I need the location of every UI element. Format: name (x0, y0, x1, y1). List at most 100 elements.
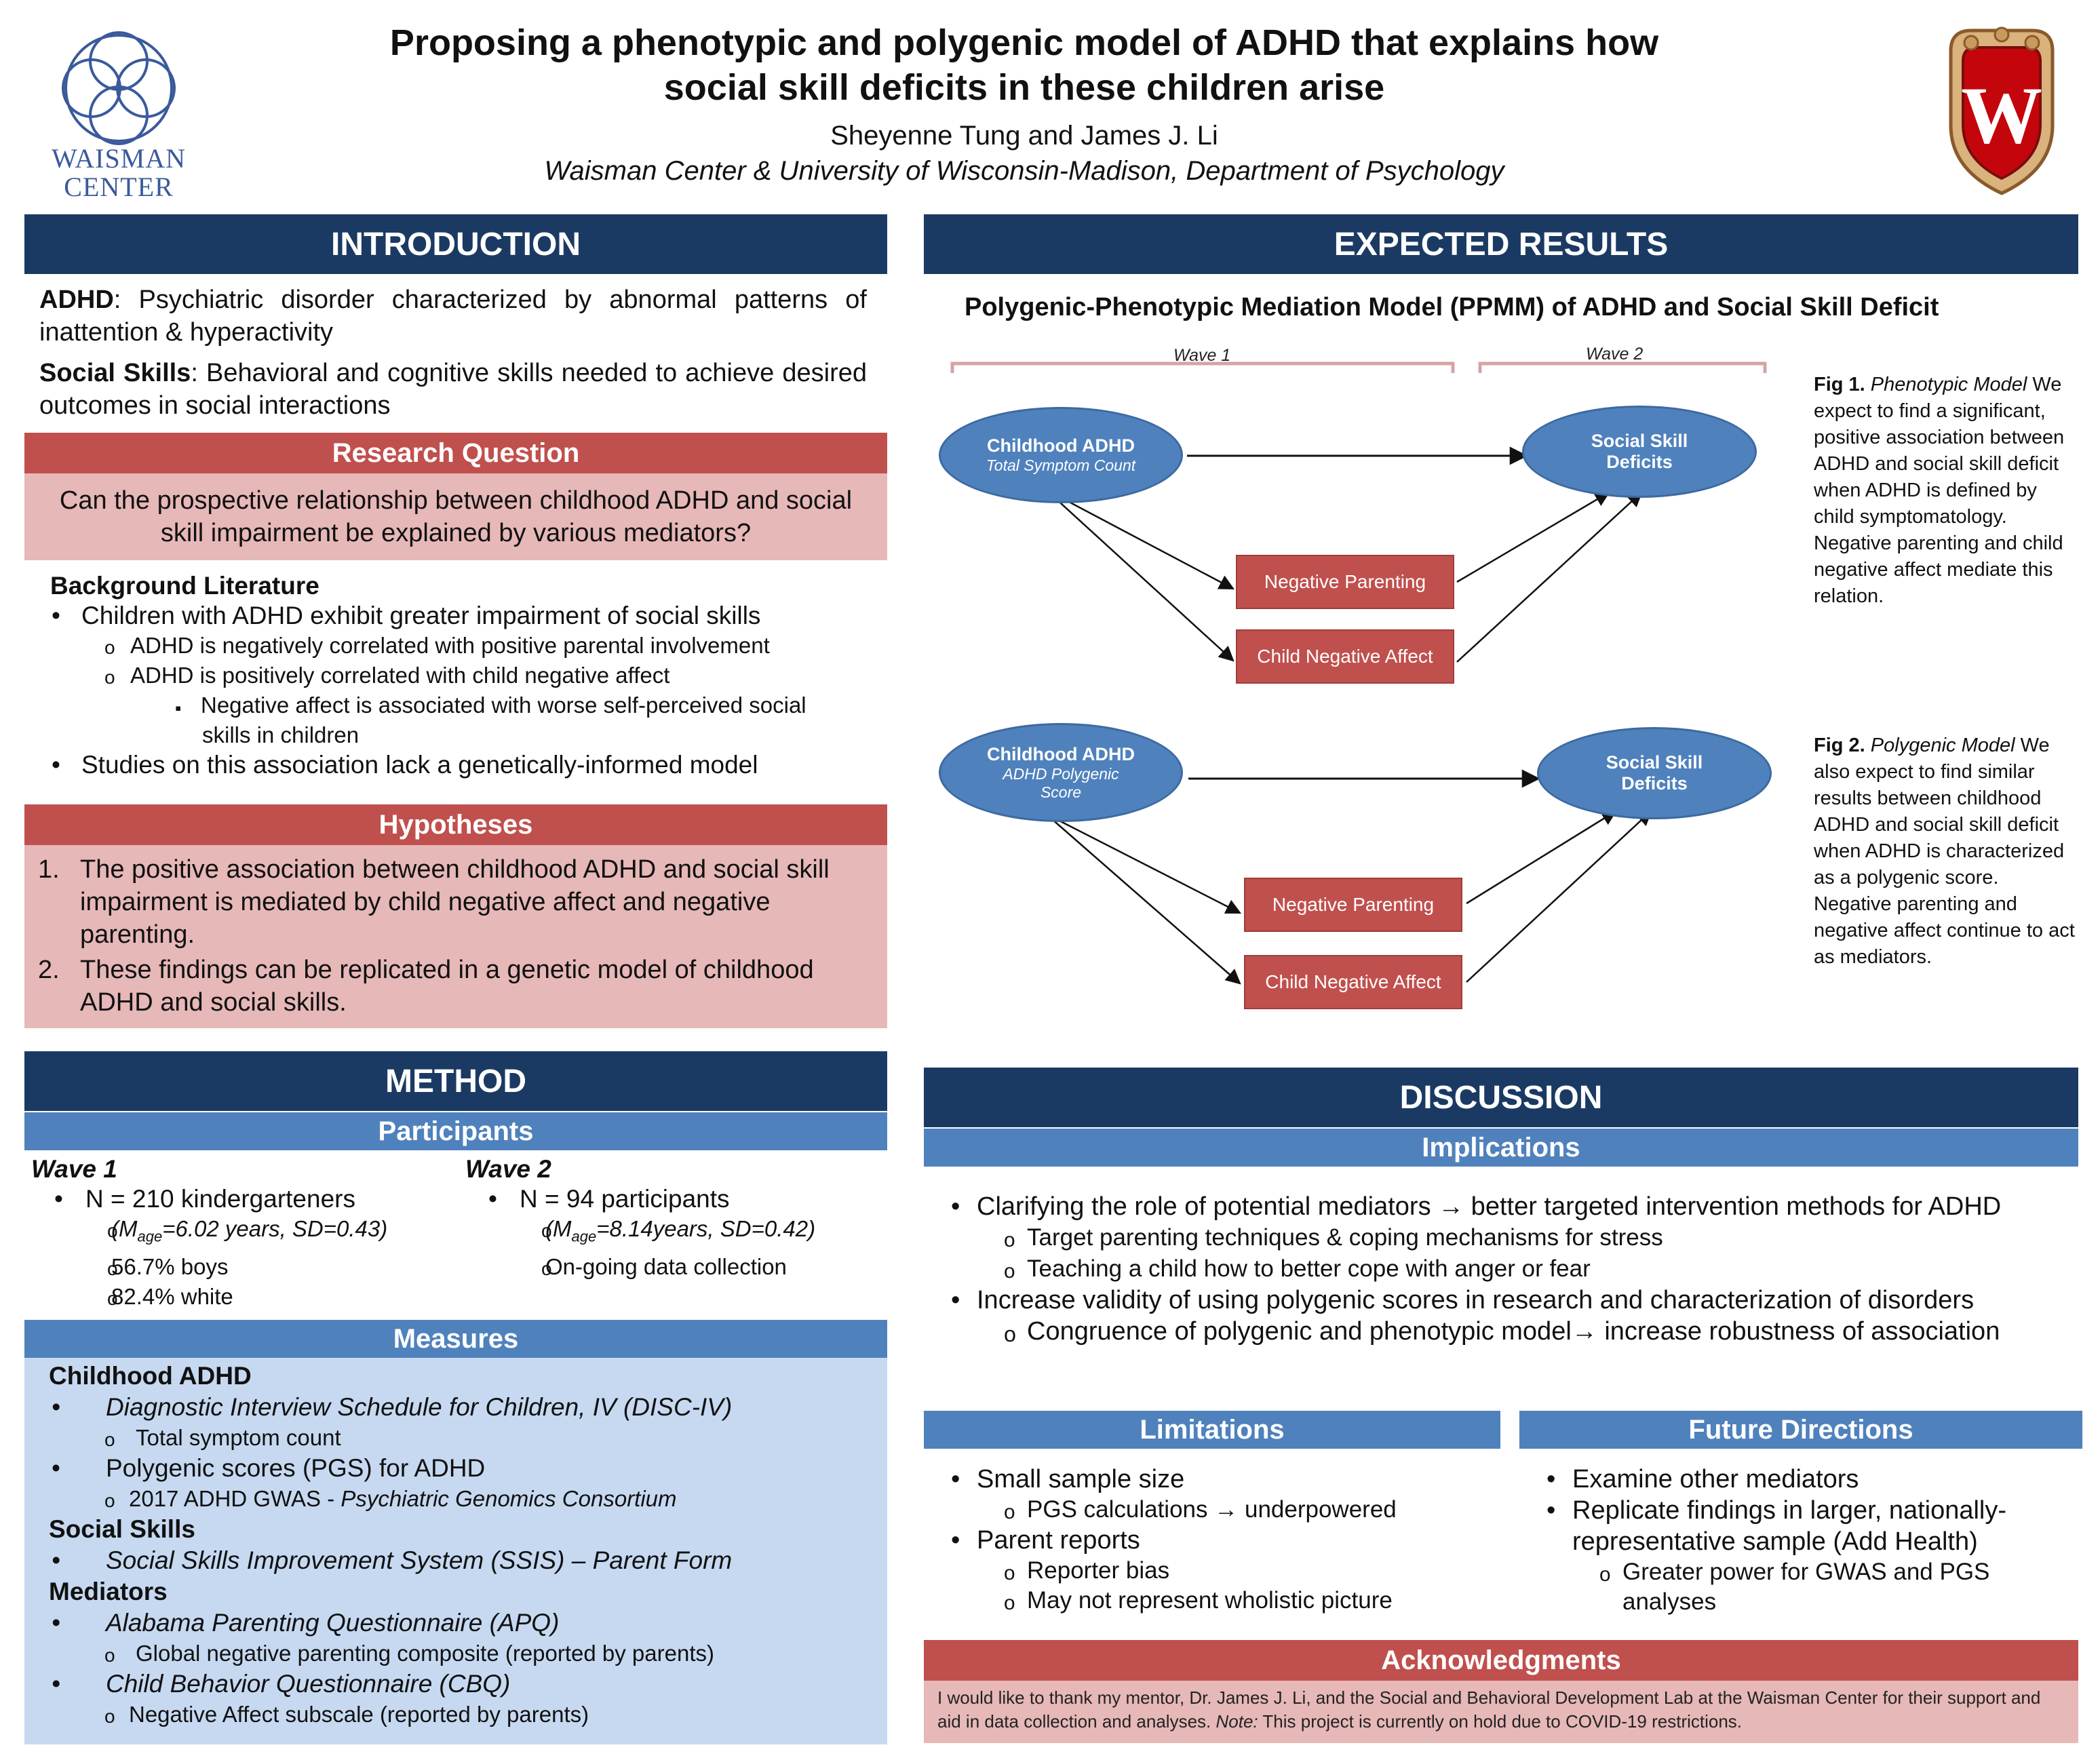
introduction-heading: INTRODUCTION (24, 214, 887, 274)
bg-item-1: Children with ADHD exhibit greater impai… (24, 601, 887, 631)
implication-1a: Target parenting techniques & coping mec… (924, 1222, 2078, 1256)
discussion-heading: DISCUSSION (924, 1068, 2078, 1127)
limitation-1a-text-a: PGS calculations (1027, 1496, 1215, 1523)
fig1-adhd-sub: Total Symptom Count (986, 456, 1136, 474)
research-question-text: Can the prospective relationship between… (59, 486, 853, 547)
wave1-white: 82.4% white (27, 1282, 448, 1314)
measure-cbq: Child Behavior Questionnaire (CBQ) (24, 1668, 887, 1700)
research-question-box: Can the prospective relationship between… (24, 473, 887, 560)
model-title: Polygenic-Phenotypic Mediation Model (PP… (965, 293, 1939, 321)
acknowledgments-text: I would like to thank my mentor, Dr. Jam… (924, 1681, 2078, 1734)
ack-text-b: This project is currently on hold due to… (1258, 1711, 1743, 1732)
arrow-right-icon: → (1214, 1496, 1239, 1523)
fig2-caption-label: Fig 2. (1814, 735, 1865, 756)
implications-heading: Implications (924, 1129, 2078, 1167)
acknowledgments-heading: Acknowledgments (924, 1640, 2078, 1681)
social-term: Social Skills (39, 359, 191, 387)
wave2-m: M (553, 1216, 572, 1241)
measure-apq: Alabama Parenting Questionnaire (APQ) (24, 1607, 887, 1639)
measures-heading: Measures (24, 1320, 887, 1358)
uw-crest-icon: W (1949, 26, 2055, 195)
wave2-bracket (1478, 362, 1767, 373)
fig1-caption-label: Fig 1. (1814, 374, 1865, 395)
fig2-caption-title: Polygenic Model (1870, 735, 2015, 756)
bg-item-1b-i-line2: skills in children (202, 722, 359, 747)
uw-crest-letter: W (1961, 70, 2042, 160)
acknowledgments-box: I would like to thank my mentor, Dr. Jam… (924, 1681, 2078, 1743)
fig1-caption-text: We expect to find a significant, positiv… (1814, 374, 2065, 607)
measure-social-heading: Social Skills (49, 1515, 195, 1543)
fig1-neg-affect-node: Child Negative Affect (1236, 629, 1454, 684)
hypothesis-2: 2. These findings can be replicated in a… (24, 954, 887, 1019)
future-2: Replicate findings in larger, nationally… (1519, 1495, 2082, 1557)
fig1-social-node: Social Skill Deficits (1522, 406, 1757, 498)
fig2-social-line2: Deficits (1621, 773, 1688, 794)
wave2-age-sub: age (571, 1228, 597, 1245)
limitations-list: Small sample size PGS calculations → und… (924, 1464, 1500, 1618)
measures-list: Childhood ADHD Diagnostic Interview Sche… (24, 1361, 887, 1732)
limitation-2a: Reporter bias (924, 1556, 1500, 1588)
results-diagram (950, 362, 1767, 985)
ack-text-a: I would like to thank my mentor, Dr. Jam… (937, 1687, 2041, 1732)
implication-1-text-a: Clarifying the role of potential mediato… (977, 1192, 1439, 1221)
implications-list: Clarifying the role of potential mediato… (924, 1191, 2078, 1350)
implication-2: Increase validity of using polygenic sco… (924, 1285, 2078, 1316)
future-directions-list: Examine other mediators Replicate findin… (1519, 1464, 2082, 1617)
social-definition: Social Skills: Behavioral and cognitive … (39, 357, 867, 422)
wave1-age-sub: age (137, 1228, 163, 1245)
wave1-bracket (950, 362, 1455, 373)
implication-2a-text-a: Congruence of polygenic and phenotypic m… (1027, 1317, 1572, 1346)
limitation-1a: PGS calculations → underpowered (924, 1495, 1500, 1527)
bg-item-2: Studies on this association lack a genet… (24, 750, 887, 780)
measure-ssis: Social Skills Improvement System (SSIS) … (24, 1545, 887, 1576)
arrow-right-icon: → (1571, 1317, 1597, 1346)
fig1-adhd-node: Childhood ADHD Total Symptom Count (939, 407, 1183, 503)
wave2-ongoing: On-going data collection (461, 1252, 882, 1284)
adhd-term: ADHD (39, 286, 114, 314)
measure-cbq-sub: Negative Affect subscale (reported by pa… (24, 1700, 887, 1732)
fig2-adhd-title: Childhood ADHD (987, 743, 1135, 764)
fig1-caption-title: Phenotypic Model (1870, 374, 2027, 395)
background-heading: Background Literature (50, 572, 319, 600)
implication-2a: Congruence of polygenic and phenotypic m… (924, 1316, 2078, 1350)
fig1-social-line1: Social Skill (1591, 431, 1688, 451)
adhd-def: : Psychiatric disorder characterized by … (39, 286, 867, 347)
wave1-n: N = 210 kindergarteners (27, 1184, 448, 1214)
implication-2a-text-b: increase robustness of association (1597, 1317, 2000, 1346)
authors: Sheyenne Tung and James J. Li (830, 121, 1218, 151)
fig2-adhd-node: Childhood ADHD ADHD Polygenic Score (939, 723, 1183, 822)
hypothesis-1-num: 1. (38, 855, 60, 884)
measure-apq-sub: Global negative parenting composite (rep… (24, 1639, 887, 1671)
wave2-label-diagram: Wave 2 (1586, 345, 1644, 364)
measure-pgs-sub-italic: Psychiatric Genomics Consortium (341, 1486, 677, 1511)
implication-1b: Teaching a child how to better cope with… (924, 1253, 2078, 1287)
wave1-age-rest: =6.02 years, SD=0.43 (162, 1216, 381, 1241)
fig1-adhd-title: Childhood ADHD (987, 435, 1135, 456)
wave1-participants: Wave 1 N = 210 kindergarteners (Mage=6.0… (27, 1154, 448, 1314)
measure-adhd-heading: Childhood ADHD (49, 1362, 252, 1390)
fig2-social-node: Social Skill Deficits (1537, 727, 1772, 819)
results-heading: EXPECTED RESULTS (924, 214, 2078, 274)
fig1-caption: Fig 1. Phenotypic Model We expect to fin… (1814, 372, 2078, 610)
fig2-adhd-sub-line2: Score (1040, 783, 1082, 801)
hypothesis-2-text: These findings can be replicated in a ge… (80, 956, 814, 1017)
hypothesis-2-num: 2. (38, 956, 60, 984)
poster-title-line-2: social skill deficits in these children … (663, 67, 1385, 108)
fig2-adhd-sub-line1: ADHD Polygenic (1003, 764, 1119, 783)
hypotheses-heading: Hypotheses (24, 804, 887, 845)
bg-item-1b: ADHD is positively correlated with child… (24, 661, 887, 692)
bg-item-1b-i-line1: Negative affect is associated with worse… (24, 690, 887, 723)
background-literature: Background Literature Children with ADHD… (24, 571, 887, 780)
wave1-age: (Mage=6.02 years, SD=0.43) (27, 1214, 448, 1252)
measure-pgs-sub-plain: 2017 ADHD GWAS - (129, 1486, 341, 1511)
measure-mediators-heading: Mediators (49, 1578, 168, 1605)
method-heading: METHOD (24, 1051, 887, 1111)
implication-1-text-b: better targeted intervention methods for… (1464, 1192, 2002, 1221)
uw-crest-logo: W (1944, 24, 2059, 200)
wave1-label-diagram: Wave 1 (1173, 346, 1231, 365)
measure-disc-sub: Total symptom count (24, 1423, 887, 1455)
hypotheses-box: 1. The positive association between chil… (24, 845, 887, 1028)
poster-title: Proposing a phenotypic and polygenic mod… (271, 20, 1777, 110)
limitations-heading: Limitations (924, 1411, 1500, 1449)
wave2-participants: Wave 2 N = 94 participants (Mage=8.14yea… (461, 1154, 882, 1284)
